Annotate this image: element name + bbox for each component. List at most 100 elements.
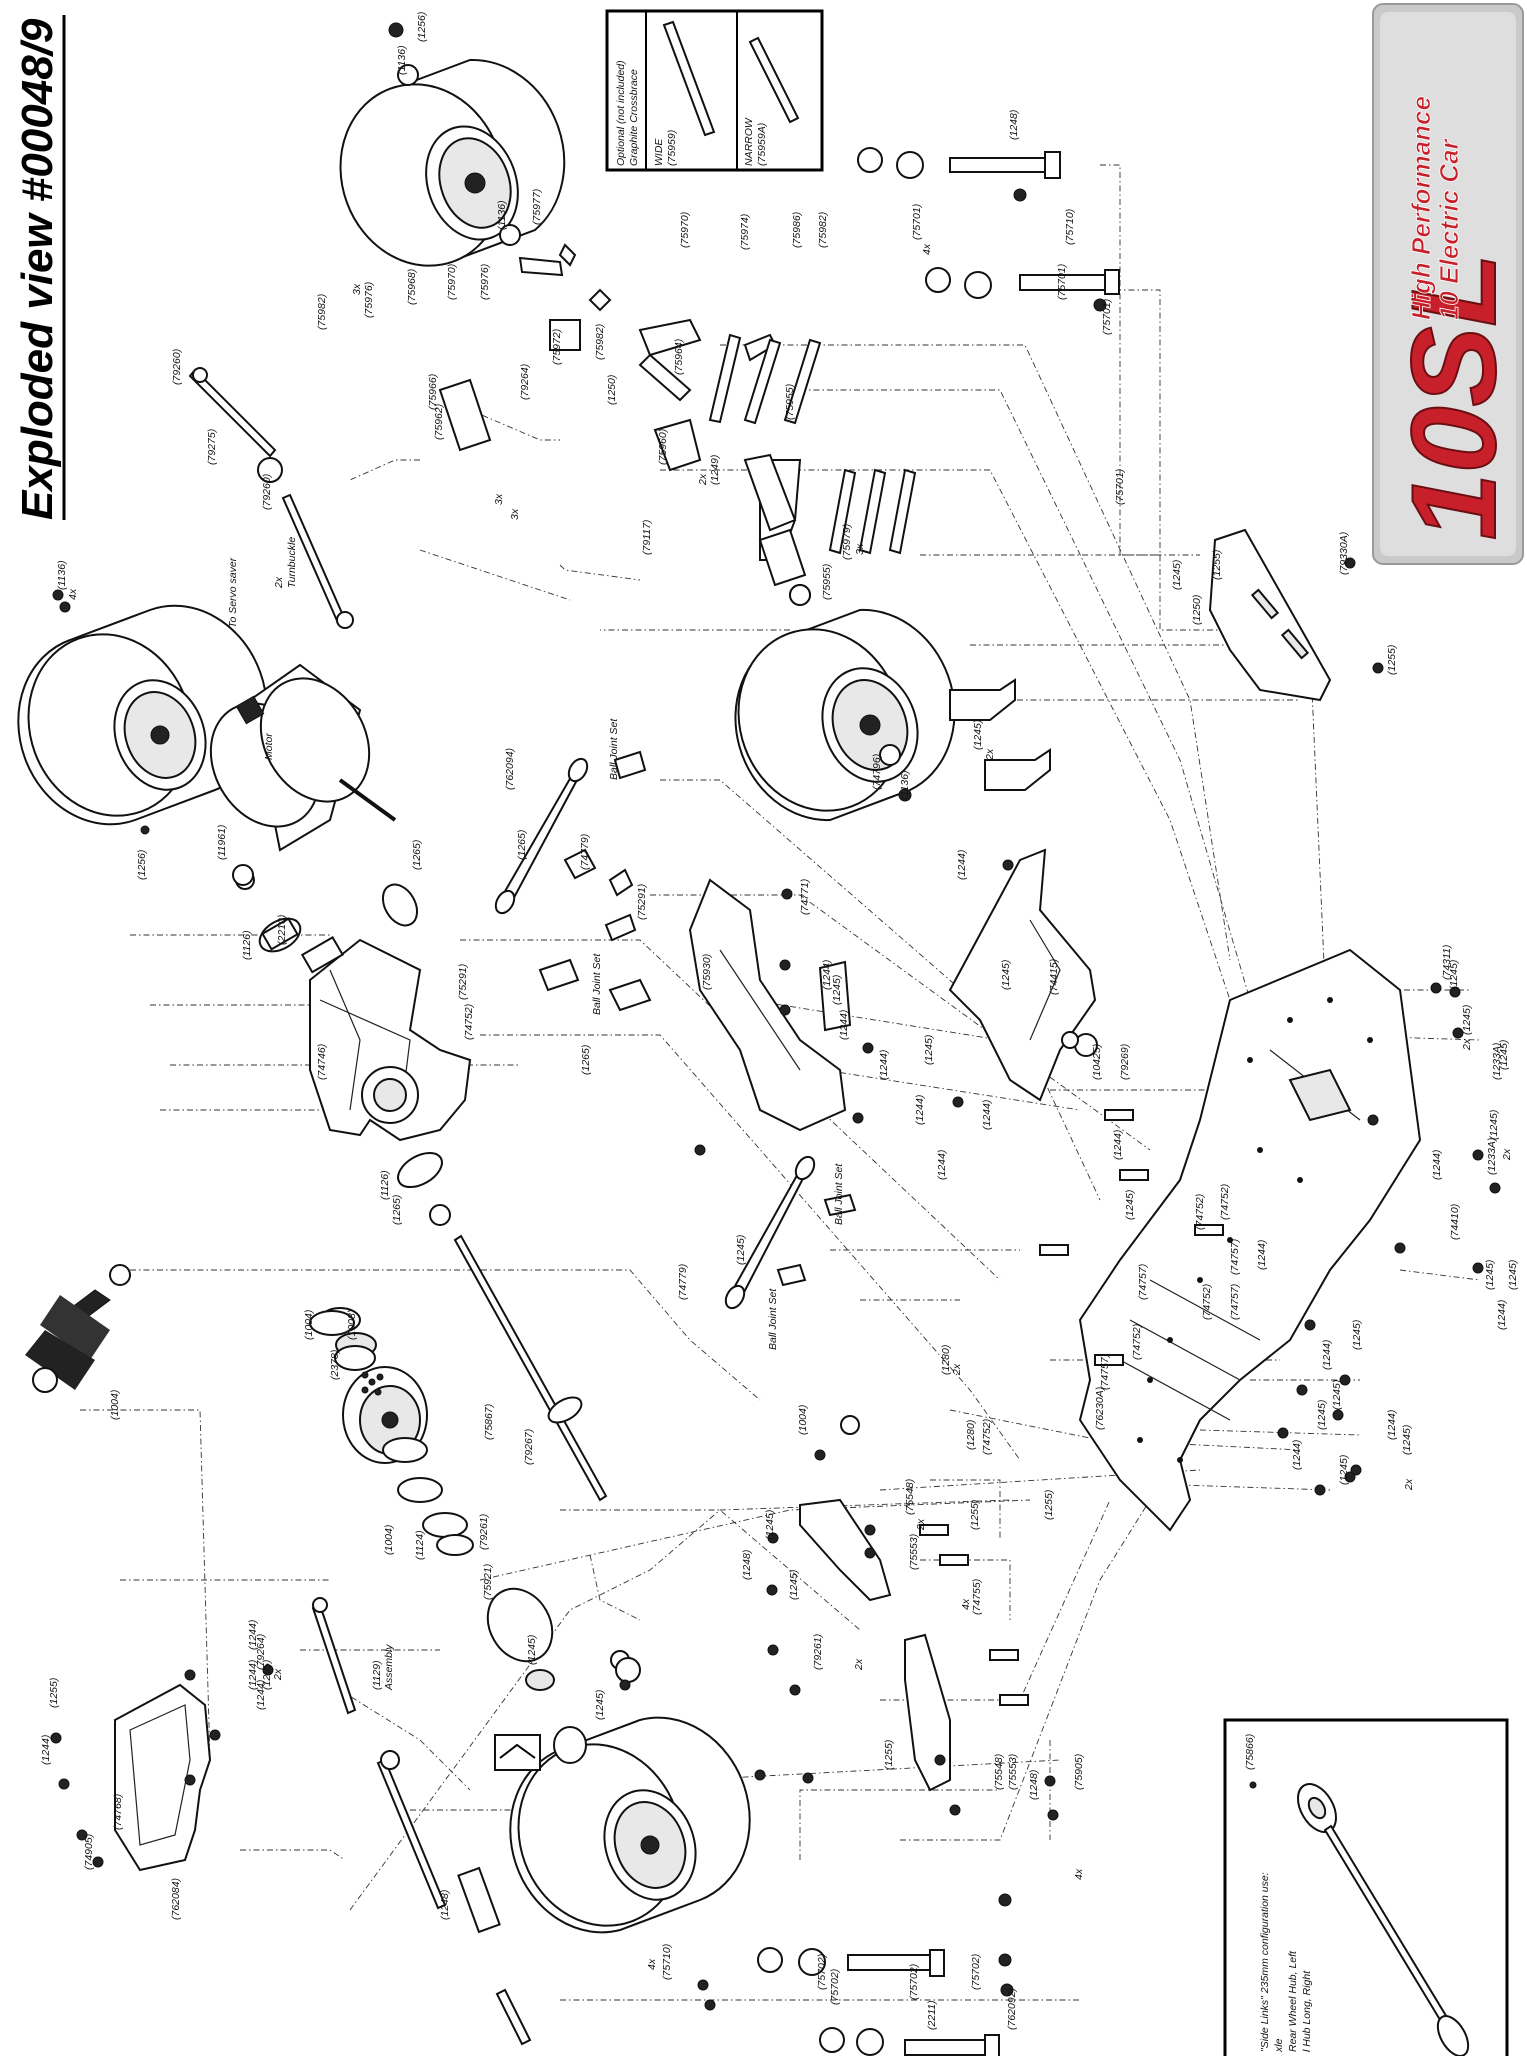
part-number-label: 2x [951, 1363, 963, 1376]
part-number-label: (1265) [580, 1045, 592, 1075]
part-number-label: (1245) [1316, 1400, 1328, 1430]
part-number-label: (11961) [216, 825, 228, 860]
standoffs [919, 1109, 1224, 1706]
part-number-label: (75905) [1073, 1754, 1085, 1790]
rear-carrier-79261-bottom [904, 1633, 951, 1792]
part-number-label: (75970) [446, 264, 458, 300]
part-number-label: (1245) [1401, 1425, 1413, 1455]
part-number-label: (74415) [1048, 959, 1060, 995]
part-number-label: (75979) [841, 524, 853, 560]
part-number-label: (75553) [1007, 1754, 1019, 1790]
part-number-label: (1245) [1488, 1110, 1500, 1140]
part-number-label: (74746) [316, 1044, 328, 1080]
part-number-label: (1004) [797, 1405, 809, 1435]
wheel-front-right [734, 608, 956, 822]
part-number-label: (75702) [816, 1954, 828, 1990]
part-number-label: (1265) [391, 1195, 403, 1225]
part-number-label: (75866) [1244, 1734, 1256, 1770]
part-number-label: (75921) [482, 1564, 494, 1600]
brace-74771 [688, 878, 847, 1132]
part-number-label: 2x [697, 473, 709, 486]
part-number-label: (1256) [416, 12, 428, 42]
part-number-label: (75955) [784, 384, 796, 420]
part-number-label: (1255) [969, 1500, 981, 1530]
chassis-74410 [1078, 948, 1422, 1532]
part-number-label: (1245) [1000, 960, 1012, 990]
part-number-label: (1244) [914, 1095, 926, 1125]
crossbrace-heading-2: Graphite Crossbrace [628, 69, 640, 166]
part-number-label: (79267) [523, 1429, 535, 1465]
part-number-label: (1004) [109, 1390, 121, 1420]
part-number-label: (1255) [1211, 550, 1223, 580]
link-74779-bottom [724, 1155, 816, 1310]
part-number-label: (75548) [904, 1479, 916, 1515]
part-number-label: (1245) [923, 1035, 935, 1065]
part-number-label: (74768) [112, 1794, 124, 1830]
part-number-label: (75982) [817, 212, 829, 248]
part-number-label: (75976) [479, 264, 491, 300]
crossbrace-narrow-label: NARROW [743, 117, 755, 166]
part-number-label: (79264) [519, 364, 531, 400]
ball-joint-set-3: Ball Joint Set [833, 1163, 845, 1225]
motor [209, 663, 419, 927]
rear-links [311, 1597, 532, 2046]
part-number-label: (74796) [871, 754, 883, 790]
rear-carrier-79261-top [799, 1498, 892, 1602]
part-number-label: (74771) [799, 879, 811, 915]
part-number-labels: (1256)(1136)(1136)(75977)3x(75976)(75982… [40, 12, 1527, 2030]
part-number-label: (74757) [1229, 1284, 1241, 1320]
part-number-label: (75982) [594, 324, 606, 360]
part-number-label: (1245) [1498, 1040, 1510, 1070]
part-number-label: (1244) [936, 1150, 948, 1180]
part-number-label: (2210) [276, 915, 288, 945]
part-number-label: (1136) [56, 560, 68, 590]
turnbuckle-count: 2x [273, 576, 285, 589]
link-74779-top [494, 757, 589, 915]
brackets-74796 [949, 678, 1051, 791]
part-number-label: (75986) [791, 212, 803, 248]
text-labels: Motor To Servo saver 2x Turnbuckle Ball … [227, 537, 845, 1691]
part-number-label: (1244) [1112, 1130, 1124, 1160]
part-number-label: (75702) [908, 1964, 920, 2000]
part-number-label: (2211) [926, 2000, 938, 2030]
part-number-label: (75701) [1114, 469, 1126, 505]
part-number-label: (1244) [1321, 1340, 1333, 1370]
part-number-label: (1244) [1496, 1300, 1508, 1330]
motor-label: Motor [263, 733, 275, 760]
note-line-2: xle [1273, 2038, 1285, 2053]
crossbrace-wide-label: WIDE [653, 138, 665, 166]
part-number-label: (1008) [346, 1310, 358, 1340]
part-number-label: (1124) [414, 1530, 426, 1560]
part-number-label: (74779) [579, 834, 591, 870]
part-number-label: (74752) [463, 1004, 475, 1040]
part-number-label: (1233A) [1491, 1043, 1503, 1080]
part-number-label: (75867) [483, 1404, 495, 1440]
part-number-label: (1126) [379, 1170, 391, 1200]
part-number-label: 4x [1073, 1868, 1085, 1880]
part-number-label: (1129) [371, 1660, 383, 1690]
part-number-label: (1248) [439, 1890, 451, 1920]
part-number-label: (762092) [1006, 1988, 1018, 2030]
part-number-label: (79330A) [1338, 532, 1350, 575]
part-number-label: (1245) [1461, 1005, 1473, 1035]
logo-tagline-1: High Performance [1406, 96, 1436, 320]
part-number-label: (1245) [972, 720, 984, 750]
part-number-label: 2x [915, 1518, 927, 1531]
logo-10sl: 10SL High Performance 10 Electric Car [1372, 3, 1524, 565]
part-number-label: (79275) [206, 429, 218, 465]
part-number-label: (1004) [383, 1525, 395, 1555]
part-number-label: (75701) [911, 204, 923, 240]
part-number-label: (74755) [971, 1579, 983, 1615]
part-number-label: (1244) [1256, 1240, 1268, 1270]
part-number-label: (762094) [504, 748, 516, 790]
part-number-label: (1249) [709, 455, 721, 485]
part-number-label: 3x [854, 543, 866, 555]
part-number-label: 4x [67, 588, 79, 600]
part-number-label: (75702) [829, 1969, 841, 2005]
part-number-label: (1245) [735, 1235, 747, 1265]
part-number-label: (1244) [40, 1735, 52, 1765]
crossbrace-box: Optional (not included) Graphite Crossbr… [605, 9, 824, 172]
crossbrace-wide-part: (75959) [666, 130, 678, 166]
part-number-label: (75710) [1064, 209, 1076, 245]
part-number-label: (1136) [496, 200, 508, 230]
